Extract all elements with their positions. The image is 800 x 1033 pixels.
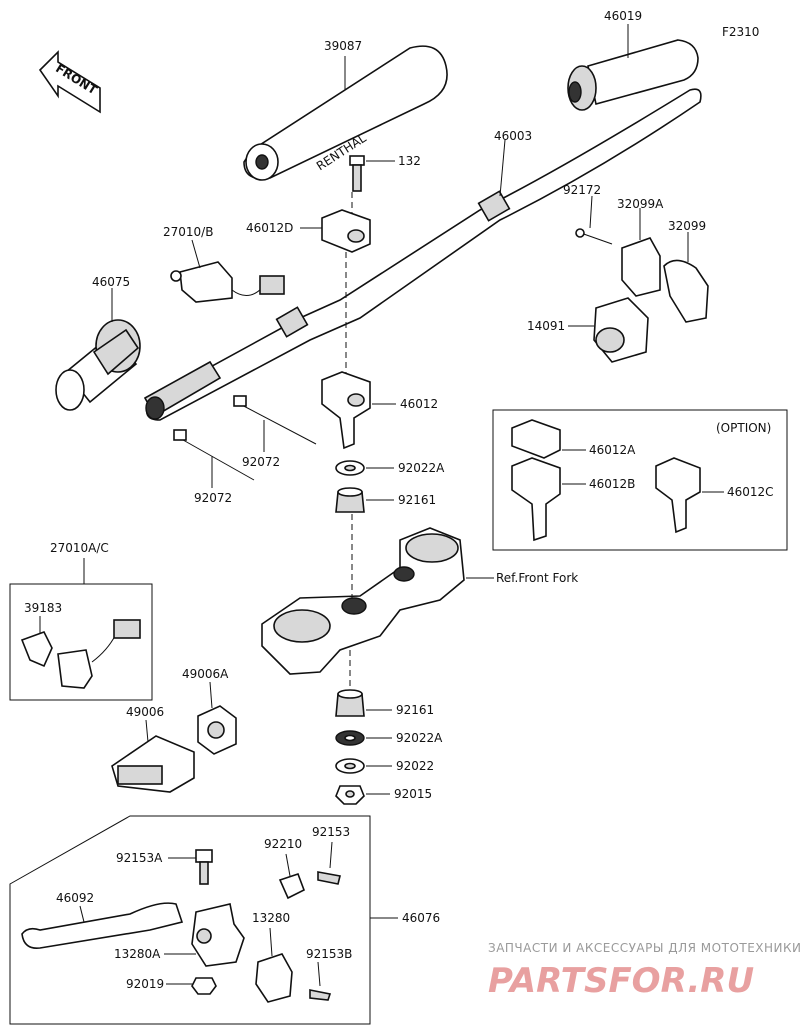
label-92161-lower: 92161 [396, 703, 434, 717]
label-49006a: 49006A [182, 667, 229, 681]
option-label: (OPTION) [716, 421, 771, 435]
label-92153: 92153 [312, 825, 350, 839]
label-92022a-upper: 92022A [398, 461, 445, 475]
label-92022a-lower: 92022A [396, 731, 443, 745]
screw-92153b [309, 989, 332, 1001]
watermark-line2: PARTSFOR.RU [488, 961, 754, 1001]
bolt-92153a [195, 849, 213, 885]
label-92019: 92019 [126, 977, 164, 991]
label-27010b: 27010/B [163, 225, 213, 239]
label-92210: 92210 [264, 837, 302, 851]
label-92172: 92172 [563, 183, 601, 197]
throttle-housing-32099 [663, 259, 709, 323]
label-92072-upper: 92072 [242, 455, 280, 469]
front-arrow-icon: FRONT [38, 50, 101, 114]
label-92072-lower: 92072 [194, 491, 232, 505]
left-grip [55, 319, 141, 411]
label-39183: 39183 [24, 601, 62, 615]
label-46012a: 46012A [589, 443, 636, 457]
clamp-46012c [655, 457, 701, 534]
label-46003: 46003 [494, 129, 532, 143]
label-46019: 46019 [604, 9, 642, 23]
label-92015: 92015 [394, 787, 432, 801]
clutch-lever [21, 902, 184, 950]
washer-92022 [335, 758, 365, 774]
damper-92161-upper [335, 487, 365, 513]
label-39087: 39087 [324, 39, 362, 53]
label-92153a: 92153A [116, 851, 163, 865]
throttle-tube [593, 297, 649, 363]
label-49006: 49006 [126, 705, 164, 719]
screw-92153 [317, 871, 341, 885]
label-14091: 14091 [527, 319, 565, 333]
bolt-132 [349, 155, 365, 192]
clamp-46012a [511, 419, 561, 459]
label-27010ac: 27010A/C [50, 541, 109, 555]
nut-92015 [335, 785, 365, 805]
washer-92022a-lower [335, 730, 365, 746]
label-46012b: 46012B [589, 477, 635, 491]
label-46092: 46092 [56, 891, 94, 905]
switch-assembly [20, 619, 141, 689]
ref-front-fork: Ref.Front Fork [496, 571, 578, 585]
lever-holder [191, 903, 245, 967]
clamp-46012b [511, 457, 561, 542]
clamp-top-46012d [321, 209, 371, 253]
handlebar [143, 88, 702, 421]
triple-clamp [261, 527, 465, 675]
label-46012d: 46012D [246, 221, 293, 235]
label-132: 132 [398, 154, 421, 168]
nut-92019 [191, 977, 217, 995]
label-13280a: 13280A [114, 947, 161, 961]
cable-guide-49006a [197, 705, 237, 755]
screw-92172 [575, 228, 613, 245]
watermark-line1: ЗАПЧАСТИ И АКСЕССУАРЫ ДЛЯ МОТОТЕХНИКИ [488, 941, 800, 955]
switch-box [9, 583, 153, 701]
label-46076: 46076 [402, 911, 440, 925]
clamp-46012 [321, 371, 371, 450]
throttle-housing-32099a [621, 237, 661, 297]
label-32099: 32099 [668, 219, 706, 233]
figure-code: F2310 [722, 25, 759, 39]
label-46012: 46012 [400, 397, 438, 411]
kill-switch [170, 261, 285, 303]
lever-assembly-box [9, 815, 371, 1025]
cable-tie-upper [233, 395, 317, 445]
cable-protector-49006 [111, 735, 195, 793]
adjuster-92210 [278, 872, 306, 900]
clamp-13280 [255, 953, 293, 1003]
damper-92161-lower [335, 689, 365, 717]
label-92022: 92022 [396, 759, 434, 773]
label-92161-upper: 92161 [398, 493, 436, 507]
throttle-grip [567, 39, 699, 111]
washer-92022a-upper [335, 460, 365, 476]
label-46012c: 46012C [727, 485, 774, 499]
label-13280: 13280 [252, 911, 290, 925]
label-32099a: 32099A [617, 197, 664, 211]
label-46075: 46075 [92, 275, 130, 289]
cable-tie-lower [173, 429, 255, 481]
label-92153b: 92153B [306, 947, 352, 961]
option-box [492, 409, 788, 551]
